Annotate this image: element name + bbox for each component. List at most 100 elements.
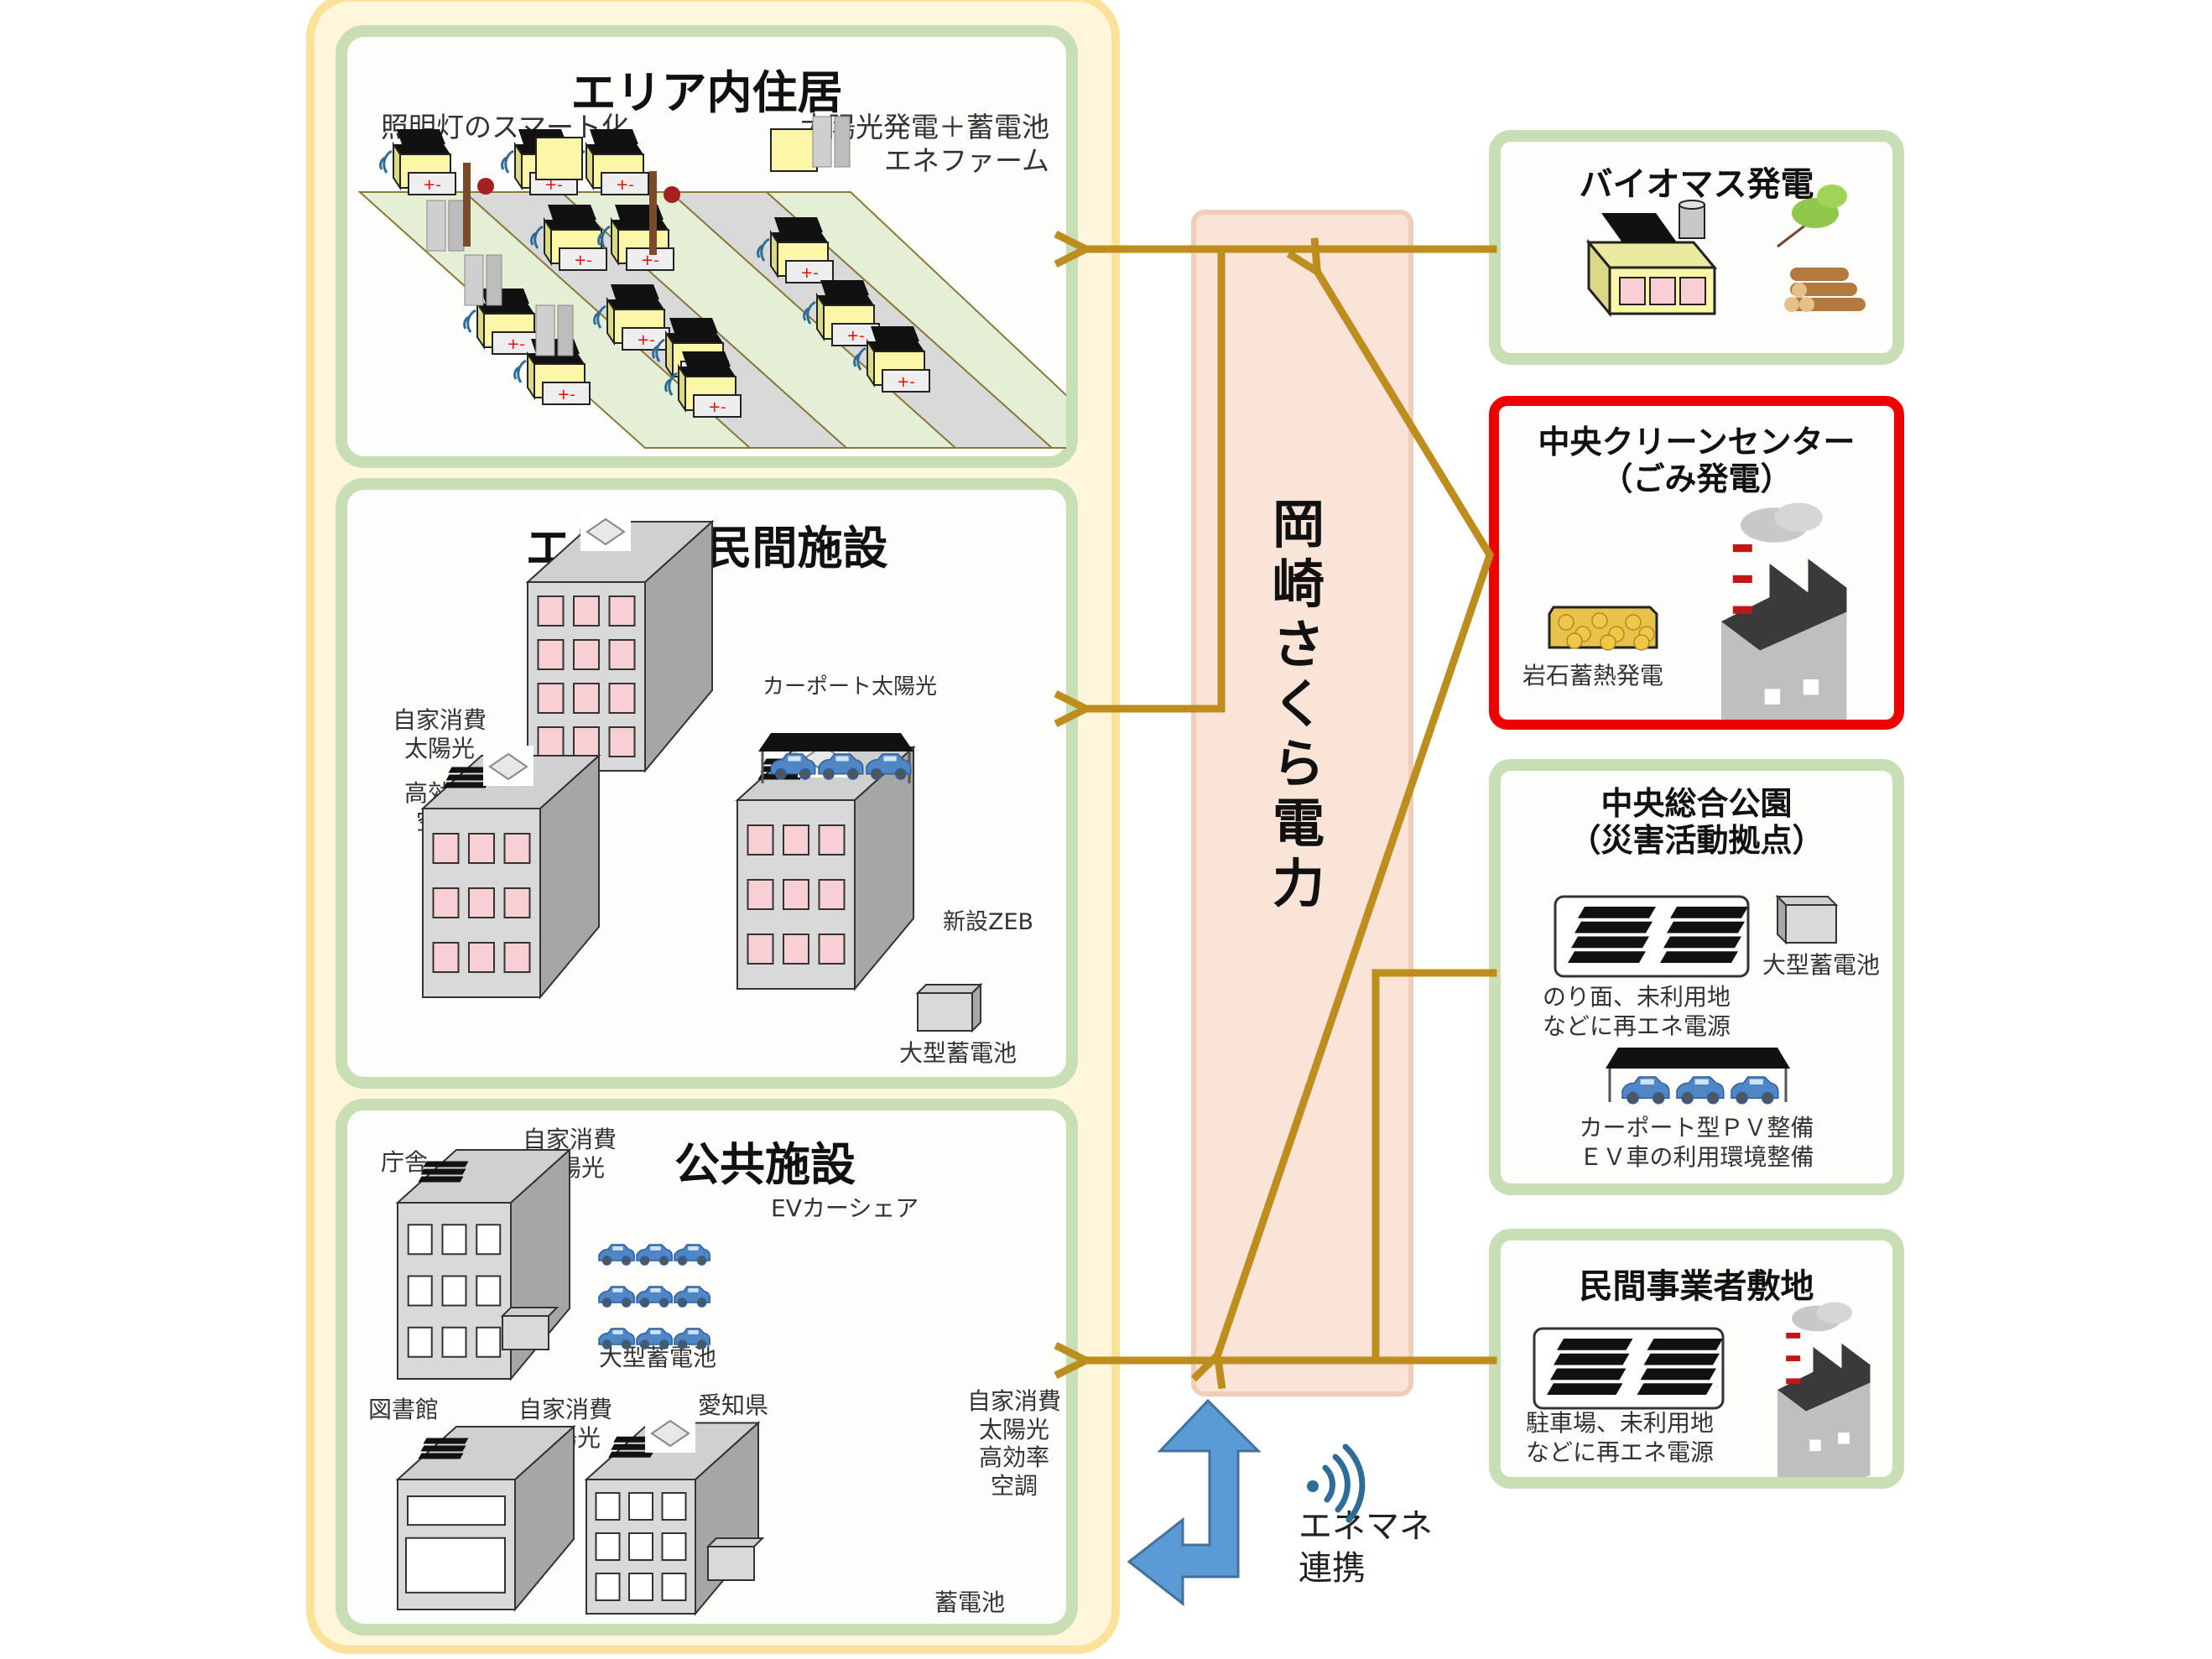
smart-house-icon: +- bbox=[513, 339, 591, 405]
private-facilities-illustration bbox=[420, 511, 983, 1033]
housing-illustration: +-+-+-+-+-+-+-+-+-+-+-+-+- bbox=[357, 116, 1066, 449]
rock-heat-storage-label: 岩石蓄熱発電 bbox=[1522, 662, 1664, 689]
window bbox=[608, 726, 636, 757]
window bbox=[661, 1532, 687, 1561]
window bbox=[595, 1492, 621, 1521]
svg-text:+-: +- bbox=[641, 252, 659, 269]
window bbox=[537, 639, 565, 670]
park-battery-label: 大型蓄電池 bbox=[1762, 951, 1881, 979]
window bbox=[468, 942, 495, 973]
smart-house-icon: +- bbox=[530, 205, 607, 271]
window bbox=[747, 824, 774, 856]
large-battery-icon bbox=[500, 1307, 560, 1350]
slope-renewable-label: のり面、未利用地 などに再エネ電源 bbox=[1543, 983, 1731, 1040]
flow-arrow-clean-center-down bbox=[1216, 553, 1494, 1359]
biomass-title: バイオマス発電 bbox=[1579, 165, 1814, 204]
window bbox=[432, 887, 460, 918]
window bbox=[595, 1573, 621, 1601]
window bbox=[537, 683, 565, 714]
window bbox=[783, 934, 809, 965]
ev-car-icon bbox=[636, 1328, 673, 1350]
svg-text:+-: +- bbox=[557, 386, 575, 403]
ev-car-icon bbox=[598, 1244, 635, 1266]
site-solar-array-icon bbox=[1533, 1327, 1725, 1410]
carport-solar-label: カーポート太陽光 bbox=[762, 674, 938, 699]
air-conditioner-icon bbox=[483, 746, 533, 786]
private-site-illustration bbox=[1533, 1302, 1871, 1477]
window bbox=[628, 1492, 653, 1521]
central-park-panel: 中央総合公園 （災害活動拠点） 大型蓄電池 のり面、未利用地 などに再エネ電源 … bbox=[1489, 759, 1904, 1195]
window bbox=[476, 1326, 502, 1358]
public-facilities-title: 公共施設 bbox=[674, 1138, 856, 1191]
home-unit-icon bbox=[770, 128, 818, 172]
window bbox=[407, 1224, 433, 1256]
rooftop-solar-icon bbox=[443, 767, 494, 788]
ev-car-icon bbox=[636, 1286, 673, 1308]
private-building-tall bbox=[525, 511, 715, 773]
window bbox=[573, 639, 600, 670]
window bbox=[747, 934, 774, 965]
window bbox=[468, 833, 495, 864]
ev-car-icon bbox=[674, 1286, 710, 1308]
window bbox=[818, 879, 846, 910]
window bbox=[441, 1224, 467, 1256]
prefecture-features-label: 自家消費 太陽光 高効率 空調 bbox=[966, 1387, 1061, 1500]
window bbox=[628, 1532, 653, 1561]
housing-panel: エリア内住居 照明灯のスマート化 太陽光発電＋蓄電池 エネファーム +-+-+-… bbox=[336, 25, 1078, 468]
window bbox=[661, 1573, 687, 1601]
flow-line-park bbox=[1371, 969, 1497, 1365]
smart-house-icon: +- bbox=[572, 129, 649, 195]
waste-incineration-factory-icon bbox=[1721, 502, 1847, 720]
ev-car-icon bbox=[1621, 1076, 1670, 1105]
window bbox=[747, 879, 774, 910]
window bbox=[608, 595, 636, 627]
svg-text:+-: +- bbox=[846, 327, 865, 345]
park-carport-icon bbox=[1606, 1048, 1790, 1102]
clean-center-illustration bbox=[1548, 502, 1847, 720]
window bbox=[661, 1492, 687, 1521]
parking-renewable-label: 駐車場、未利用地 などに再エネ電源 bbox=[1526, 1409, 1715, 1466]
air-conditioner-icon bbox=[580, 511, 631, 551]
okazaki-sakura-power-bar bbox=[1191, 210, 1413, 1396]
window bbox=[503, 942, 531, 973]
street-light-icon bbox=[664, 186, 680, 203]
central-park-title: 中央総合公園 （災害活動拠点） bbox=[1569, 785, 1824, 859]
window bbox=[608, 639, 636, 670]
logs-icon bbox=[1784, 268, 1866, 312]
enefarm-unit-icon bbox=[464, 254, 502, 306]
rock-heat-storage-icon bbox=[1548, 606, 1658, 651]
housing-title: エリア内住居 bbox=[570, 66, 843, 119]
library-building bbox=[395, 1424, 576, 1612]
new-zeb-label: 新設ZEB bbox=[943, 909, 1034, 935]
ev-car-icon bbox=[770, 753, 816, 780]
ev-car-icon bbox=[674, 1328, 710, 1350]
home-unit-icon bbox=[535, 137, 583, 180]
clean-center-panel: 中央クリーンセンター （ごみ発電） 岩石蓄熱発電 bbox=[1489, 396, 1904, 730]
biomass-plant-icon bbox=[1585, 200, 1718, 318]
rooftop-solar-icon bbox=[418, 1161, 469, 1183]
window bbox=[432, 942, 460, 973]
smart-house-icon: +- bbox=[757, 217, 834, 283]
window bbox=[818, 934, 846, 965]
svg-text:+-: +- bbox=[574, 252, 592, 269]
window bbox=[503, 887, 531, 918]
window bbox=[441, 1275, 467, 1307]
svg-text:+-: +- bbox=[800, 264, 819, 282]
window bbox=[476, 1275, 502, 1307]
smart-house-icon: +- bbox=[664, 351, 742, 418]
window bbox=[476, 1224, 502, 1256]
window bbox=[468, 887, 495, 918]
city-office-building bbox=[395, 1147, 572, 1381]
smart-house-icon: +- bbox=[379, 129, 456, 195]
ev-car-icon bbox=[674, 1244, 710, 1266]
window bbox=[573, 726, 600, 757]
tree-branch-icon bbox=[1777, 185, 1847, 248]
public-facilities-illustration bbox=[395, 1147, 765, 1616]
library-label: 図書館 bbox=[368, 1396, 440, 1423]
ev-car-icon bbox=[1676, 1076, 1725, 1105]
window bbox=[407, 1326, 433, 1358]
wireless-icon bbox=[1307, 1443, 1366, 1523]
rooftop-solar-icon bbox=[418, 1438, 469, 1459]
svg-text:+-: +- bbox=[616, 176, 634, 194]
